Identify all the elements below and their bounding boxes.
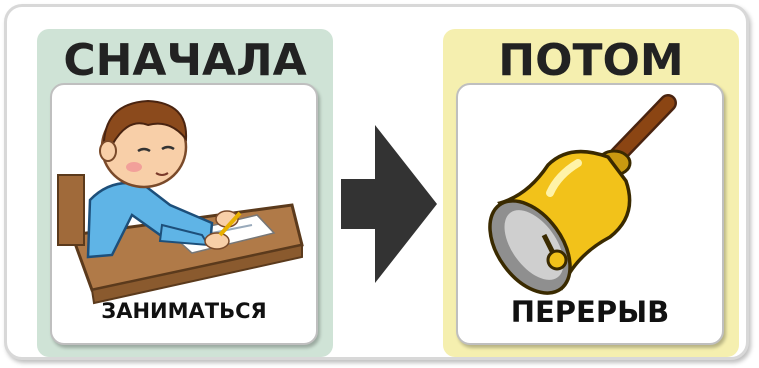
first-title: СНАЧАЛА	[63, 35, 307, 86]
first-panel: СНАЧАЛА	[37, 29, 333, 357]
child-studying-icon	[57, 99, 304, 305]
bell-icon	[488, 94, 677, 295]
then-label: ПЕРЕРЫВ	[510, 295, 670, 329]
then-panel: ПОТОМ ПЕРЕРЫВ	[443, 29, 739, 357]
first-card: ЗАНИМАТЬСЯ	[50, 83, 318, 345]
then-title: ПОТОМ	[498, 35, 684, 86]
first-then-board: СНАЧАЛА	[4, 4, 749, 360]
right-arrow-icon	[341, 125, 437, 283]
then-card: ПЕРЕРЫВ	[456, 83, 724, 345]
first-label: ЗАНИМАТЬСЯ	[101, 299, 267, 323]
